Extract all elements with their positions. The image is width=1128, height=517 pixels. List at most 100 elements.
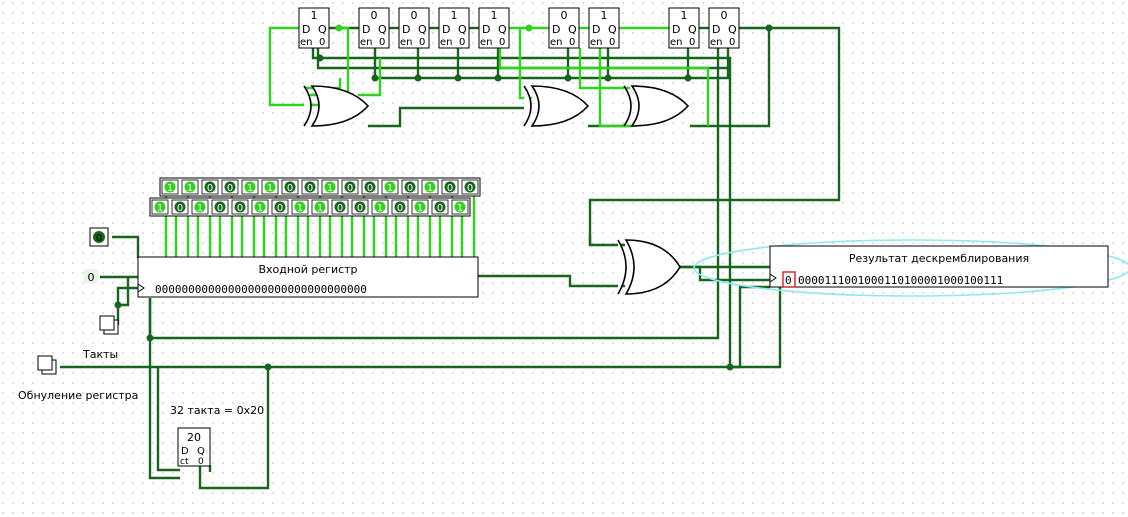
input-pin[interactable]: 1 — [241, 179, 259, 195]
xor-gate-1[interactable] — [303, 85, 370, 127]
svg-text:Q: Q — [728, 23, 737, 36]
input-pin-value: 0 — [287, 183, 293, 194]
input-pin[interactable]: 1 — [451, 199, 469, 215]
svg-text:D: D — [362, 23, 370, 36]
input-pin[interactable]: 0 — [201, 179, 219, 195]
input-pin[interactable]: 0 — [391, 199, 409, 215]
input-pin[interactable]: 1 — [371, 199, 389, 215]
svg-text:Q: Q — [498, 23, 507, 36]
input-pin[interactable]: 1 — [421, 179, 439, 195]
input-pin-value: 1 — [257, 203, 263, 214]
input-pin[interactable]: 0 — [271, 199, 289, 215]
input-register[interactable]: Входной регистр 000000000000000000000000… — [137, 256, 479, 298]
input-pin[interactable]: 0 — [431, 199, 449, 215]
input-pin-value: 0 — [177, 203, 183, 214]
svg-text:D: D — [402, 23, 410, 36]
input-pin[interactable]: 1 — [161, 179, 179, 195]
svg-text:en: en — [480, 37, 493, 48]
svg-text:Q: Q — [458, 23, 467, 36]
svg-text:en: en — [590, 37, 603, 48]
input-pin[interactable]: 0 — [301, 179, 319, 195]
svg-text:D: D — [592, 23, 600, 36]
input-pin[interactable]: 0 — [331, 199, 349, 215]
xor-gate-3[interactable] — [623, 85, 690, 127]
input-pin-value: 0 — [227, 183, 233, 194]
flipflop[interactable]: 1 D Q en 0 — [478, 7, 510, 49]
wires-dark — [60, 26, 841, 490]
input-pin[interactable]: 1 — [151, 199, 169, 215]
flipflop[interactable]: 0 D Q en 0 — [708, 7, 740, 49]
svg-text:D: D — [552, 23, 560, 36]
input-pin[interactable]: 0 — [211, 199, 229, 215]
svg-text:0: 0 — [419, 37, 425, 48]
xor-gate-2[interactable] — [523, 85, 590, 127]
svg-text:Q: Q — [378, 23, 387, 36]
input-pin[interactable]: 0 — [351, 199, 369, 215]
input-pin-value: 1 — [267, 183, 273, 194]
input-pin[interactable]: 1 — [321, 179, 339, 195]
input-pin[interactable]: 0 — [401, 179, 419, 195]
result-bits: 0000111001000110100001000100111 — [798, 274, 1003, 287]
input-pin[interactable]: 0 — [171, 199, 189, 215]
input-pin[interactable]: 0 — [441, 179, 459, 195]
pin-top[interactable]: 0 — [89, 227, 109, 247]
reset-button[interactable] — [37, 355, 57, 375]
input-pin[interactable]: 0 — [221, 179, 239, 195]
flipflop[interactable]: 1 D Q en 0 — [588, 7, 620, 49]
input-pin[interactable]: 0 — [281, 179, 299, 195]
input-pin-value: 0 — [437, 203, 443, 214]
input-pin-value: 0 — [407, 183, 413, 194]
input-pin[interactable]: 1 — [191, 199, 209, 215]
input-pin-value: 1 — [377, 203, 383, 214]
svg-text:D: D — [302, 23, 310, 36]
input-pin-value: 0 — [277, 203, 283, 214]
flipflop-value: 1 — [681, 9, 688, 22]
input-pin[interactable]: 1 — [261, 179, 279, 195]
input-pin-value: 1 — [457, 203, 463, 214]
output-xor-gate[interactable] — [617, 239, 681, 295]
svg-text:D: D — [181, 446, 189, 457]
svg-text:Q: Q — [568, 23, 577, 36]
input-pin[interactable]: 1 — [311, 199, 329, 215]
svg-text:D: D — [712, 23, 720, 36]
flipflop[interactable]: 0 D Q en 0 — [358, 7, 390, 49]
clock-button[interactable] — [99, 315, 119, 335]
flipflop-value: 0 — [561, 9, 568, 22]
flipflop[interactable]: 0 D Q en 0 — [398, 7, 430, 49]
input-pin[interactable]: 0 — [341, 179, 359, 195]
svg-text:0: 0 — [729, 37, 735, 48]
clock-label: Такты — [82, 348, 118, 361]
input-pin-value: 0 — [397, 203, 403, 214]
input-register-bits: 00000000000000000000000000000000 — [155, 283, 367, 296]
counter[interactable]: 20 D Q ct 0 — [177, 427, 211, 467]
svg-text:Q: Q — [418, 23, 427, 36]
input-pin[interactable]: 1 — [181, 179, 199, 195]
wires-light — [164, 26, 710, 258]
svg-text:en: en — [360, 37, 373, 48]
input-pin-value: 0 — [357, 203, 363, 214]
svg-text:Q: Q — [197, 446, 205, 457]
input-pin[interactable]: 0 — [461, 179, 479, 195]
svg-text:ct: ct — [180, 457, 189, 467]
result-register[interactable]: Результат дескремблирования 0 0000111001… — [769, 245, 1109, 288]
flipflop[interactable]: 1 D Q en 0 — [668, 7, 700, 49]
flipflop[interactable]: 1 D Q en 0 — [438, 7, 470, 49]
svg-text:0: 0 — [379, 37, 385, 48]
input-pin[interactable]: 1 — [411, 199, 429, 215]
svg-text:D: D — [482, 23, 490, 36]
input-pin[interactable]: 0 — [361, 179, 379, 195]
input-pin-value: 0 — [447, 183, 453, 194]
input-pin[interactable]: 1 — [381, 179, 399, 195]
svg-text:0: 0 — [459, 37, 465, 48]
svg-text:en: en — [440, 37, 453, 48]
input-pin[interactable]: 1 — [251, 199, 269, 215]
svg-text:0: 0 — [609, 37, 615, 48]
input-pin[interactable]: 1 — [291, 199, 309, 215]
flipflop[interactable]: 1 D Q en 0 — [298, 7, 330, 49]
input-pin[interactable]: 0 — [231, 199, 249, 215]
input-pin-value: 1 — [427, 183, 433, 194]
flipflop[interactable]: 0 D Q en 0 — [548, 7, 580, 49]
